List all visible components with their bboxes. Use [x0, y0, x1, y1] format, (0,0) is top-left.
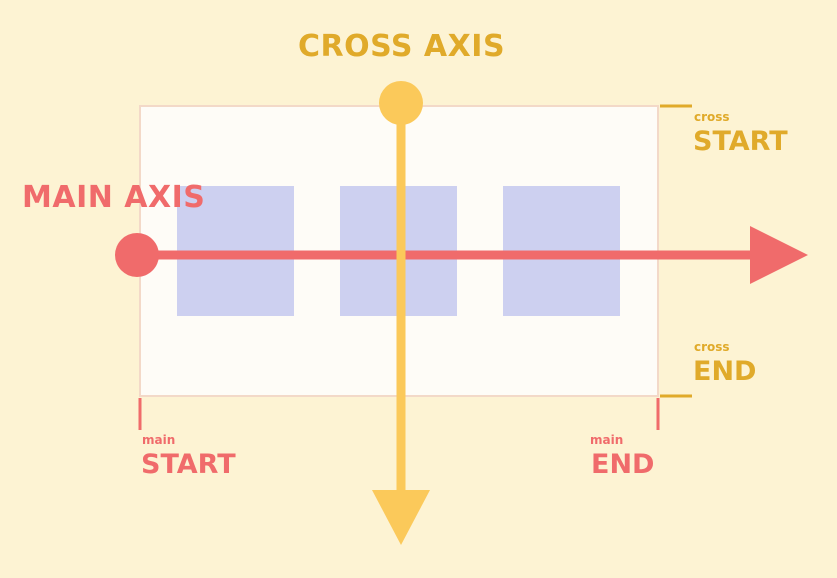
- cross-axis-origin-dot: [379, 81, 423, 125]
- main-end-small-label: main: [590, 433, 624, 447]
- cross-axis-title: CROSS AXIS: [298, 29, 506, 64]
- cross-end-small-label: cross: [694, 340, 730, 354]
- main-axis-title: MAIN AXIS: [22, 180, 206, 215]
- cross-end-label: END: [693, 356, 757, 387]
- cross-axis-arrowhead: [372, 490, 430, 545]
- cross-start-small-label: cross: [694, 110, 730, 124]
- main-start-label: START: [141, 449, 236, 480]
- main-start-small-label: main: [142, 433, 176, 447]
- main-end-label: END: [591, 449, 655, 480]
- main-axis-arrowhead: [750, 226, 808, 284]
- main-axis-origin-dot: [115, 233, 159, 277]
- cross-start-label: START: [693, 126, 788, 157]
